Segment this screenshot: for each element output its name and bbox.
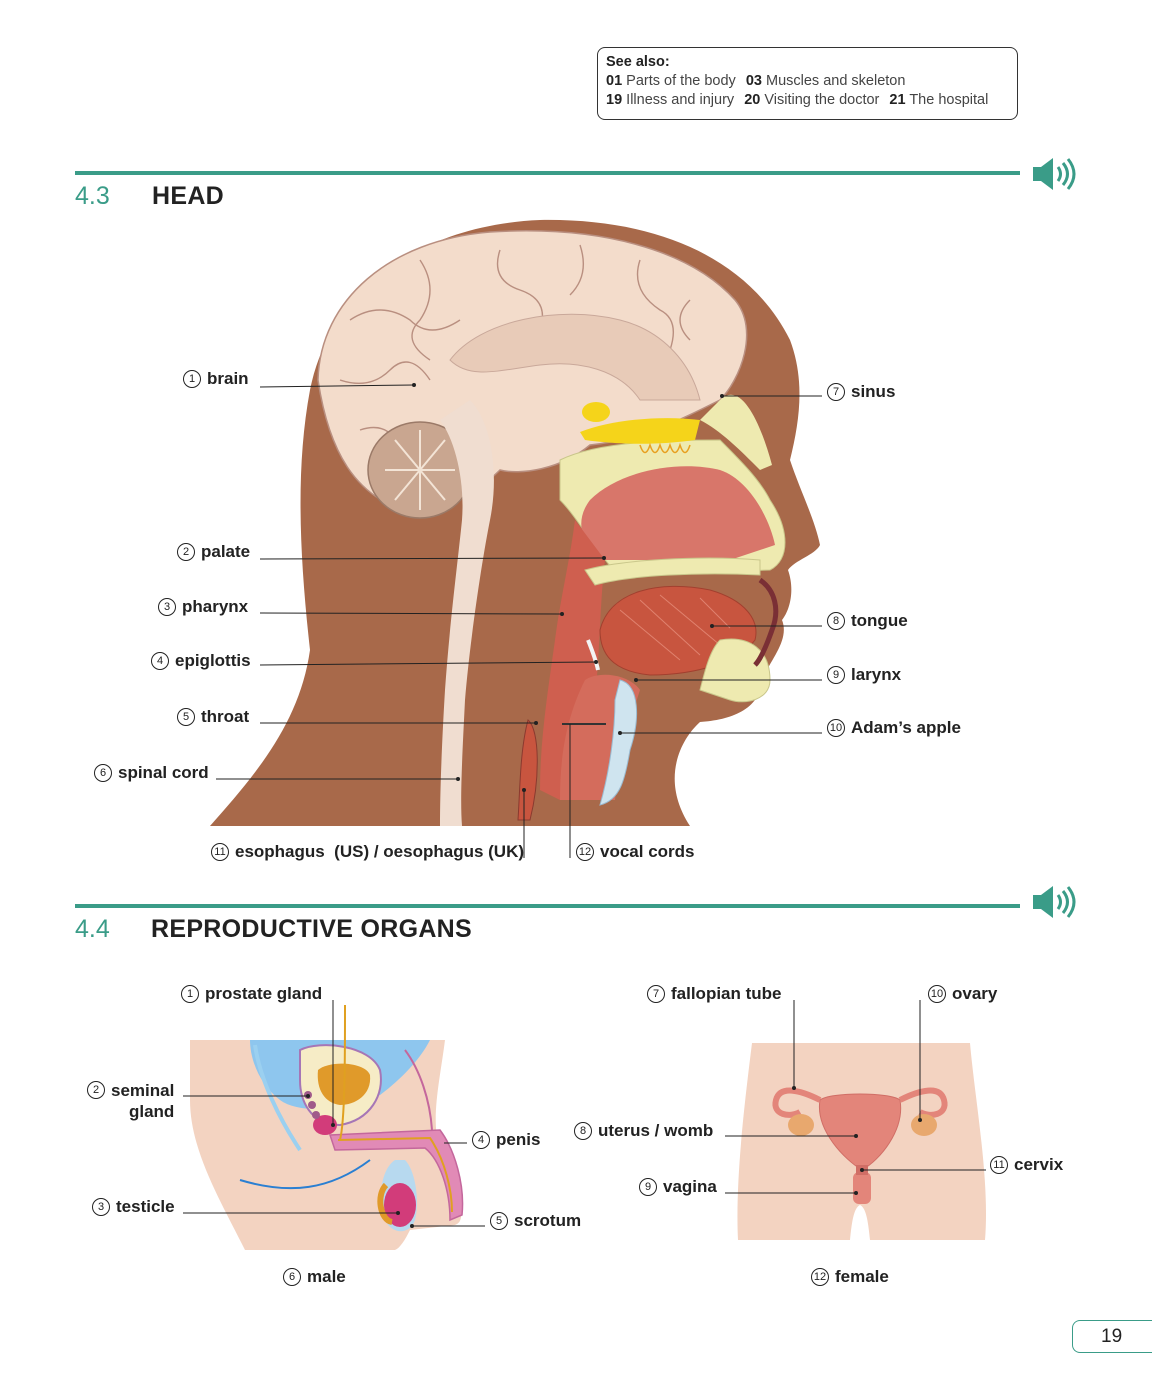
see-also-heading: See also: xyxy=(606,54,670,70)
see-also-link[interactable]: 03 Muscles and skeleton xyxy=(745,73,906,89)
male-illustration xyxy=(190,1004,464,1250)
see-also-link[interactable]: 01 Parts of the body xyxy=(606,73,736,89)
section-number: 4.4 xyxy=(75,915,110,943)
page-number: 19 xyxy=(1072,1320,1152,1353)
see-also-link[interactable]: 20 Visiting the doctor xyxy=(744,92,880,108)
female-illustration xyxy=(737,1043,987,1240)
speaker-sound-icon[interactable] xyxy=(1030,883,1078,921)
section-rule xyxy=(75,171,1020,175)
see-also-box: See also: 01 Parts of the body 03 Muscle… xyxy=(597,47,1018,120)
section-rule xyxy=(75,904,1020,908)
section-title: HEAD xyxy=(152,182,225,210)
speaker-sound-icon[interactable] xyxy=(1030,155,1078,193)
label-seminal-gland: 2 seminal gland xyxy=(87,1080,174,1122)
see-also-link[interactable]: 21 The hospital xyxy=(889,92,989,108)
see-also-link[interactable]: 19 Illness and injury xyxy=(606,92,735,108)
section-number: 4.3 xyxy=(75,182,110,210)
spinal-cord-shape xyxy=(440,400,494,826)
section-title: REPRODUCTIVE ORGANS xyxy=(151,915,473,943)
head-cross-section-illustration xyxy=(210,219,822,858)
reproductive-organs-illustration xyxy=(183,1000,987,1250)
